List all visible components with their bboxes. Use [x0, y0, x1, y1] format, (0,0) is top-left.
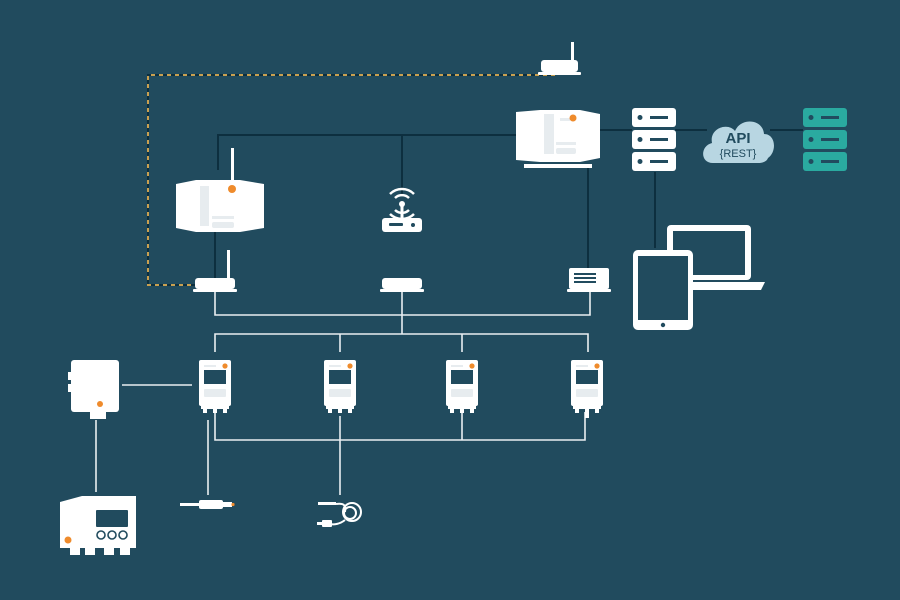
radio-link-dashed [147, 74, 555, 286]
access-point-icon [380, 276, 424, 292]
server-stack-icon [632, 108, 676, 171]
ethernet-backbone [214, 129, 803, 280]
data-logger-icon [199, 360, 231, 413]
data-logger-icon [571, 360, 603, 418]
data-logger-icon [60, 496, 136, 555]
data-logger-icon [446, 360, 478, 413]
cloud-icon: API {REST} [703, 121, 774, 163]
base-station-icon [176, 148, 264, 232]
data-logger-icon [68, 360, 119, 419]
gateway-antenna-icon [538, 42, 581, 75]
api-rest-label: {REST} [720, 148, 757, 160]
local-bus [95, 292, 591, 495]
data-loggers [199, 360, 603, 418]
tablet-icon [633, 250, 693, 330]
access-point-icon [567, 268, 611, 292]
connections [95, 74, 803, 495]
access-point-icon [193, 250, 237, 292]
temperature-probe-icon [317, 502, 362, 527]
server-stack-icon [803, 108, 847, 171]
data-logger-icon [324, 360, 356, 413]
base-station-icon [516, 110, 600, 168]
wifi-router-icon [382, 187, 422, 232]
api-label: API [725, 130, 750, 147]
humidity-probe-icon [180, 500, 235, 509]
